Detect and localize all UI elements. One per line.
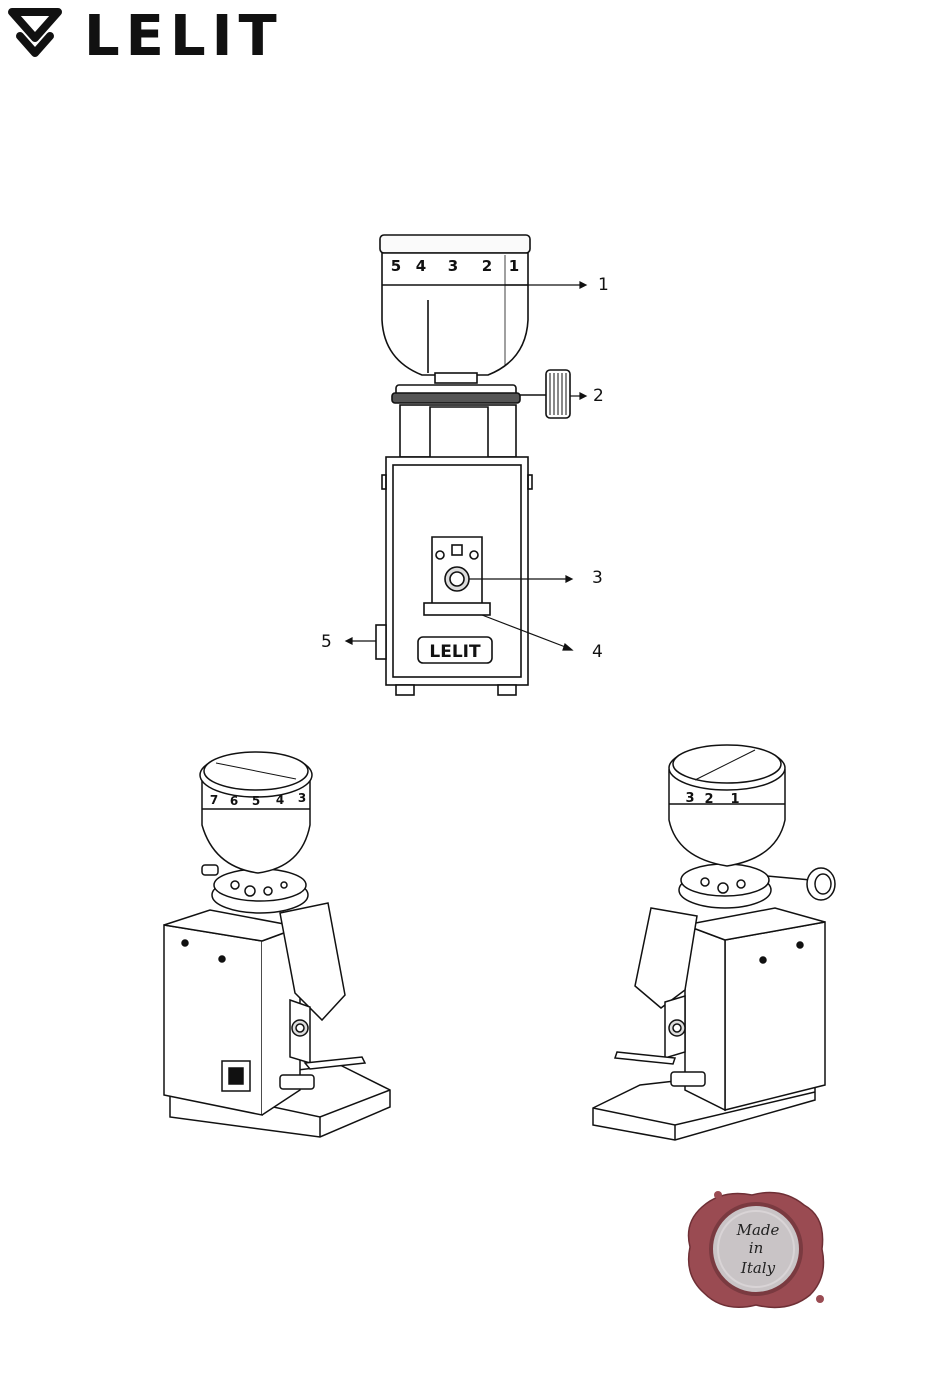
portafilter-fork — [424, 603, 490, 615]
brand-logo-text: LELIT — [84, 6, 283, 60]
grinder-left-perspective: 7 6 5 4 3 — [150, 745, 400, 1150]
hopper-scale-mark: 1 — [509, 257, 519, 275]
hopper-scale-mark: 4 — [416, 257, 426, 275]
hopper-scale-mark: 1 — [730, 792, 739, 807]
hopper-scale-mark: 3 — [298, 791, 306, 805]
callout-5: 5 — [321, 634, 332, 651]
hopper-scale-mark: 6 — [230, 794, 238, 808]
hopper-scale-mark: 3 — [685, 791, 694, 806]
power-switch — [376, 625, 386, 659]
hopper-scale-mark: 5 — [252, 794, 260, 808]
callout-2: 2 — [593, 388, 604, 405]
seal-text-line2: in — [749, 1239, 763, 1257]
hopper-scale-mark: 3 — [448, 257, 458, 275]
grinder-right-perspective: 3 2 1 — [585, 740, 840, 1150]
hopper-scale-mark: 5 — [391, 257, 401, 275]
hopper-scale-mark: 2 — [482, 257, 492, 275]
callout-4: 4 — [592, 644, 603, 661]
hopper-scale-mark: 7 — [210, 793, 218, 807]
callout-1: 1 — [598, 277, 609, 294]
seal-text-line1: Made — [736, 1221, 780, 1239]
callout-3: 3 — [592, 570, 603, 587]
grinder-front-view: LELIT 5 4 3 2 1 — [300, 225, 640, 705]
hopper-scale-mark: 4 — [276, 793, 284, 807]
hopper-scale-mark: 2 — [704, 792, 713, 807]
made-in-italy-seal: Made in Italy — [682, 1187, 830, 1312]
hopper-lid — [380, 235, 530, 253]
brand-logo: LELIT — [6, 6, 346, 60]
body-logo: LELIT — [429, 642, 481, 662]
seal-text-line3: Italy — [740, 1259, 776, 1277]
